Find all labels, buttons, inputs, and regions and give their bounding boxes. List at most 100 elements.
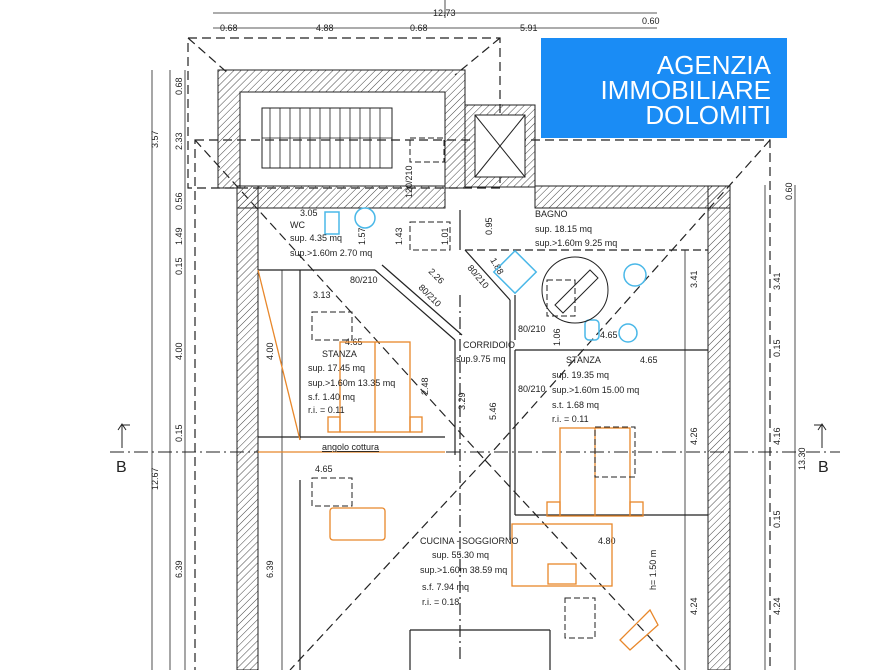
- dim-label: 1.06: [552, 328, 562, 346]
- dim-label: 3.41: [772, 272, 782, 290]
- bathroom-fixtures: [324, 207, 647, 343]
- room-area-160: sup.>1.60m 2.70 mq: [290, 248, 372, 258]
- room-name: CUCINA - SOGGIORNO: [420, 536, 519, 546]
- dim-label: h= 1.50 m: [648, 550, 658, 590]
- toilet-icon: [324, 211, 340, 235]
- door-label: 80/210: [417, 282, 444, 309]
- top-dimensions: [213, 0, 657, 29]
- room-area-160: sup.>1.60m 13.35 mq: [308, 378, 395, 388]
- section-marker-right: [814, 423, 827, 448]
- dim-label: 0.60: [784, 182, 794, 200]
- room-area: sup. 4.35 mq: [290, 233, 342, 243]
- dim-label: 4.24: [689, 597, 699, 615]
- room-name: STANZA: [322, 349, 357, 359]
- dim-label: 4.88: [316, 23, 334, 33]
- logo-line: AGENZIA: [656, 50, 771, 80]
- room-ratio: r.i. = 0.11: [552, 414, 589, 424]
- room-window-area: s.f. 1.40 mq: [308, 392, 355, 402]
- dim-label: 4.24: [772, 597, 782, 615]
- door-label: 120/210: [404, 165, 414, 198]
- interior-dimension-labels: 3.05 1.57 1.43 1.01 0.95 1.88 2.26 3.13 …: [300, 208, 658, 590]
- room-bagno: BAGNO sup. 18.15 mq sup.>1.60m 9.25 mq: [535, 209, 617, 248]
- dim-label: 4.65: [640, 355, 658, 365]
- room-cucina-soggiorno: CUCINA - SOGGIORNO sup. 55.30 mq sup.>1.…: [420, 536, 519, 607]
- door-label: 80/210: [350, 275, 378, 285]
- section-label-left: B: [116, 459, 127, 476]
- dim-label: 0.60: [642, 16, 660, 26]
- dim-label: 3.05: [300, 208, 318, 218]
- section-marker-left: [117, 423, 130, 448]
- stair-block: [217, 69, 536, 189]
- exterior-walls: [236, 185, 731, 670]
- room-name: CORRIDOIO: [463, 340, 515, 350]
- room-area: sup. 55.30 mq: [432, 550, 489, 560]
- dim-label: 4.65: [315, 464, 333, 474]
- dim-label: 4.16: [772, 427, 782, 445]
- section-label-right: B: [818, 459, 829, 476]
- toilet-icon: [618, 323, 638, 343]
- chair: [619, 608, 659, 651]
- shower-icon: [492, 249, 538, 295]
- room-name: WC: [290, 220, 305, 230]
- dim-top-total: 12.73: [433, 8, 456, 18]
- dim-label: 0.68: [410, 23, 428, 33]
- room-window-area: s.t. 1.68 mq: [552, 400, 599, 410]
- furniture: [257, 269, 659, 651]
- room-area: sup. 18.15 mq: [535, 224, 592, 234]
- washbasin-icon: [623, 263, 647, 287]
- dim-label: 4.00: [265, 342, 275, 360]
- sofa: [511, 523, 613, 587]
- door-label: 80/210: [518, 324, 546, 334]
- dim-label: 5.91: [520, 23, 538, 33]
- room-name: BAGNO: [535, 209, 568, 219]
- dim-label: 1.43: [394, 227, 404, 245]
- dim-label: 0.15: [772, 339, 782, 357]
- left-dimension-labels: 0.68 3.57 2.33 0.56 1.49 0.15 4.00 0.15 …: [150, 77, 275, 578]
- bidet-icon: [584, 319, 600, 341]
- dim-label: 0.15: [772, 510, 782, 528]
- room-area-160: sup.>1.60m 9.25 mq: [535, 238, 617, 248]
- room-stanza-right: STANZA sup. 19.35 mq sup.>1.60m 15.00 mq…: [552, 355, 639, 424]
- dim-label: 3.41: [689, 270, 699, 288]
- room-area-160: sup.>1.60m 38.59 mq: [420, 565, 507, 575]
- room-area: sup. 19.35 mq: [552, 370, 609, 380]
- dim-label: 4.00: [174, 342, 184, 360]
- door-label: 80/210: [465, 263, 490, 291]
- interior-walls: [258, 210, 708, 670]
- angolo-cottura-label: angolo cottura: [322, 442, 379, 452]
- dim-label: 1.01: [440, 227, 450, 245]
- dashed-placeholders: [311, 137, 636, 639]
- logo-line: DOLOMITI: [645, 100, 771, 130]
- logo-line: IMMOBILIARE: [600, 75, 771, 105]
- dim-label: 0.15: [174, 424, 184, 442]
- dim-label: 0.68: [220, 23, 238, 33]
- room-area: sup.9.75 mq: [456, 354, 506, 364]
- dim-label: 5.46: [488, 402, 498, 420]
- dim-label: 0.68: [174, 77, 184, 95]
- room-area: sup. 17.45 mq: [308, 363, 365, 373]
- sink-icon: [354, 207, 376, 229]
- right-dimensions: [684, 185, 796, 670]
- dim-label: 0.56: [174, 192, 184, 210]
- dim-label: 2.33: [174, 132, 184, 150]
- room-ratio: r.i. = 0.18: [422, 597, 459, 607]
- dim-label: 1.49: [174, 227, 184, 245]
- dim-label: 4.65: [600, 330, 618, 340]
- room-name: STANZA: [566, 355, 601, 365]
- door-label: 80/210: [518, 384, 546, 394]
- dim-label: 6.39: [265, 560, 275, 578]
- dim-label: 3.13: [313, 290, 331, 300]
- dim-label: 4.80: [598, 536, 616, 546]
- room-stanza-left: STANZA sup. 17.45 mq sup.>1.60m 13.35 mq…: [308, 349, 395, 415]
- dim-label: 6.39: [174, 560, 184, 578]
- dim-label: 3.29: [457, 392, 467, 410]
- room-corridoio: CORRIDOIO sup.9.75 mq: [456, 340, 515, 364]
- dim-label: 0.15: [174, 257, 184, 275]
- room-wc: WC sup. 4.35 mq sup.>1.60m 2.70 mq: [290, 220, 372, 258]
- room-ratio: r.i. = 0.11: [308, 405, 345, 415]
- room-window-area: s.f. 7.94 mq: [422, 582, 469, 592]
- dim-label: 1.57: [357, 227, 367, 245]
- bathtub: [541, 256, 609, 324]
- dim-label: 1.88: [488, 256, 505, 276]
